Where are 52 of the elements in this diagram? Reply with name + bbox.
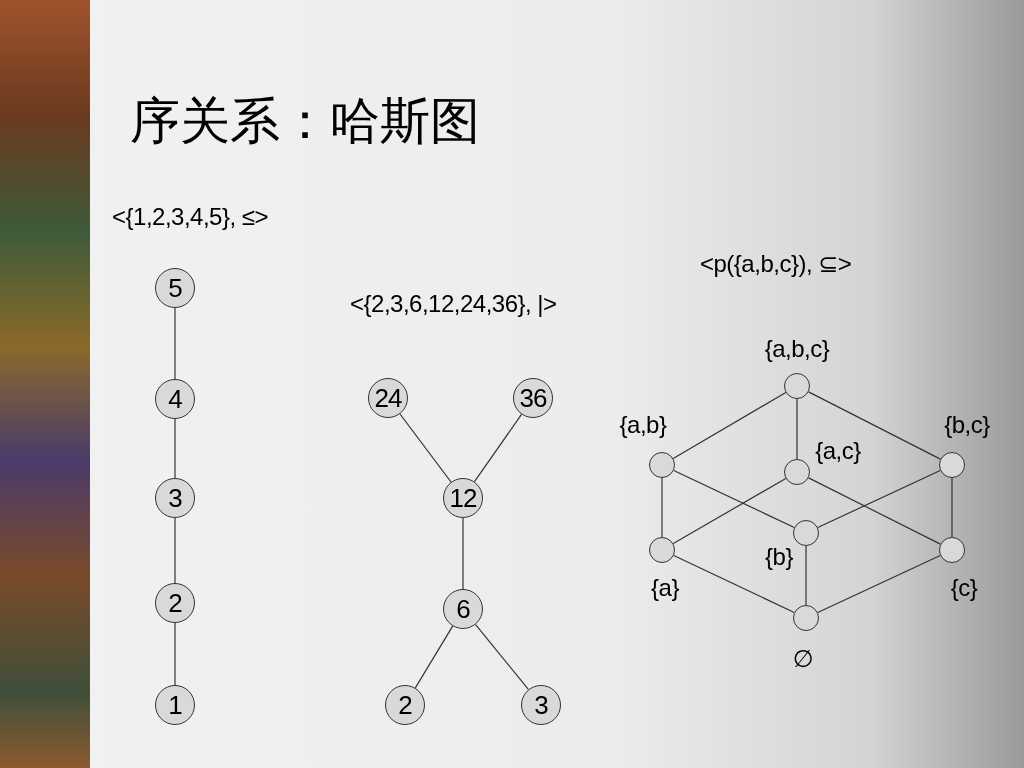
hasse-edge [672,477,787,545]
hasse-edge [174,307,176,380]
node-circle: 36 [513,378,553,418]
poset-heading: <p({a,b,c}), ⊆> [700,250,852,278]
hasse-edge [174,622,176,686]
node-circle: 24 [368,378,408,418]
hasse-edge [808,391,941,460]
node-circle [939,537,965,563]
node-label: {b} [765,543,793,571]
hasse-edge [174,517,176,584]
hasse-edge [661,477,663,538]
node-label: {a} [651,574,679,602]
node-circle: 2 [385,685,425,725]
node-circle: 3 [521,685,561,725]
node-circle: 2 [155,583,195,623]
slide-title: 序关系：哈斯图 [130,92,480,151]
hasse-edge [805,545,807,606]
node-circle: 5 [155,268,195,308]
node-circle [649,452,675,478]
node-circle: 4 [155,379,195,419]
node-label: ∅ [792,645,814,673]
node-circle [939,452,965,478]
node-circle [793,520,819,546]
node-label: {c} [950,574,978,602]
node-label: {b,c} [944,411,990,439]
poset-heading: <{2,3,6,12,24,36}, |> [350,290,557,318]
node-circle [649,537,675,563]
hasse-edge [673,469,795,529]
hasse-edge [817,469,941,529]
hasse-edge [817,554,941,614]
hasse-edge [475,623,529,691]
hasse-edge [673,554,795,614]
hasse-edge [951,477,953,538]
hasse-edge [414,625,454,689]
hasse-edge [796,398,798,460]
node-circle: 1 [155,685,195,725]
hasse-edge [808,477,941,545]
node-circle: 3 [155,478,195,518]
node-circle: 12 [443,478,483,518]
node-circle [784,373,810,399]
hasse-edge [399,413,452,483]
hasse-edge [672,391,787,460]
node-label: {a,b} [619,411,667,439]
node-circle [793,605,819,631]
node-circle [784,459,810,485]
hasse-edge [462,517,464,590]
node-label: {a,b,c} [764,335,830,363]
hasse-edge [174,418,176,479]
node-circle: 6 [443,589,483,629]
poset-heading: <{1,2,3,4,5}, ≤> [112,203,268,231]
node-label: {a,c} [815,437,861,465]
hasse-edge [473,413,523,483]
